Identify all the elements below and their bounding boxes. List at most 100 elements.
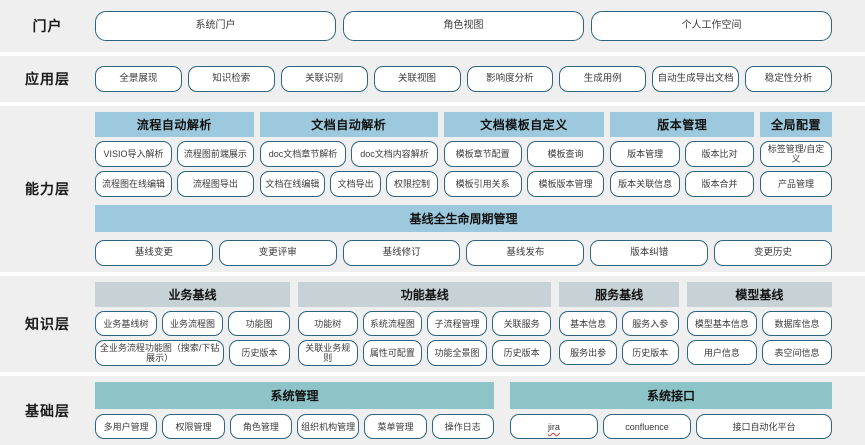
baseline-item-change-history[interactable]: 变更历史 (714, 240, 832, 267)
cap-item-version-merge[interactable]: 版本合并 (684, 171, 755, 197)
app-item-impact-analysis[interactable]: 影响度分析 (466, 66, 554, 92)
layer-label-knowledge: 知识层 (25, 316, 70, 333)
infra-item-permission-mgmt[interactable]: 权限管理 (162, 414, 225, 440)
infra-item-org-structure-mgmt[interactable]: 组织机构管理 (296, 414, 360, 440)
group-line: 版本管理 版本比对 (610, 141, 755, 167)
know-item-service-input-param[interactable]: 服务入参 (621, 311, 679, 337)
app-item-relation-recognition[interactable]: 关联识别 (280, 66, 368, 92)
group-title-version-mgmt: 版本管理 (610, 112, 755, 137)
know-item-full-business-flow-function-chart[interactable]: 全业务流程功能图（搜索/下钻展示） (95, 340, 225, 367)
layer-row-infrastructure: 基础层 系统管理 多用户管理 权限管理 角色管理 组织机构管理 菜单管理 操作日… (0, 376, 865, 445)
know-item-function-chart[interactable]: 功能图 (228, 311, 290, 337)
baseline-item-release[interactable]: 基线发布 (466, 240, 585, 267)
baseline-item-change-review[interactable]: 变更评审 (218, 240, 337, 267)
app-item-generate-case[interactable]: 生成用例 (559, 66, 647, 92)
group-line: 业务基线树 业务流程图 功能图 (95, 311, 290, 337)
app-item-relation-view[interactable]: 关联视图 (373, 66, 461, 92)
cap-item-doc-export[interactable]: 文档导出 (329, 171, 382, 197)
group-line: 功能树 系统流程图 子流程管理 关联服务 (297, 311, 552, 337)
baseline-lifecycle-items: 基线变更 变更评审 基线修订 基线发布 版本纠错 变更历史 (95, 240, 832, 267)
cap-item-doc-online-edit[interactable]: 文档在线编辑 (259, 171, 325, 197)
app-item-auto-export-doc[interactable]: 自动生成导出文档 (652, 66, 740, 92)
application-items: 全景展现 知识检索 关联识别 关联视图 影响度分析 生成用例 自动生成导出文档 … (95, 66, 832, 92)
infra-item-operation-log[interactable]: 操作日志 (431, 414, 494, 440)
portal-item-personal-workspace[interactable]: 个人工作空间 (591, 11, 832, 41)
cap-item-flow-front-display[interactable]: 流程图前端展示 (176, 141, 254, 167)
cap-item-template-chapter-config[interactable]: 模板章节配置 (443, 141, 522, 167)
layer-body-application: 全景展现 知识检索 关联识别 关联视图 影响度分析 生成用例 自动生成导出文档 … (95, 66, 832, 92)
group-line: 多用户管理 权限管理 角色管理 组织机构管理 菜单管理 操作日志 (95, 414, 494, 440)
baseline-lifecycle-title: 基线全生命周期管理 (95, 205, 832, 233)
app-item-stability-analysis[interactable]: 稳定性分析 (745, 66, 832, 92)
cap-item-permission-control[interactable]: 权限控制 (386, 171, 438, 197)
layer-row-portal: 门户 系统门户 角色视图 个人工作空间 (0, 0, 865, 52)
layer-row-knowledge: 知识层 业务基线 业务基线树 业务流程图 功能图 全业务流程功能图（搜索/下钻展… (0, 276, 865, 373)
know-item-attribute-configurable[interactable]: 属性可配置 (362, 340, 423, 367)
infrastructure-group-system-interface: 系统接口 jira confluence 接口自动化平台 (509, 382, 832, 440)
layer-label-infrastructure: 基础层 (25, 402, 70, 419)
cap-item-flow-export[interactable]: 流程图导出 (176, 171, 254, 197)
infra-item-multi-user-mgmt[interactable]: 多用户管理 (95, 414, 158, 440)
know-item-function-tree[interactable]: 功能树 (297, 311, 358, 337)
baseline-item-change[interactable]: 基线变更 (95, 240, 213, 267)
infra-item-jira[interactable]: jira (509, 414, 598, 440)
know-item-user-info[interactable]: 用户信息 (686, 340, 757, 366)
group-line: 用户信息 表空间信息 (686, 340, 832, 366)
cap-item-flow-online-edit[interactable]: 流程图在线编辑 (95, 171, 172, 197)
know-item-function-history-version[interactable]: 历史版本 (491, 340, 552, 367)
know-item-subprocess-mgmt[interactable]: 子流程管理 (427, 311, 487, 337)
baseline-item-revision[interactable]: 基线修订 (342, 240, 461, 267)
know-item-service-history-version[interactable]: 历史版本 (621, 340, 679, 366)
group-line: 模板章节配置 模板查询 (443, 141, 605, 167)
portal-item-system-portal[interactable]: 系统门户 (95, 11, 336, 41)
know-item-tablespace-info[interactable]: 表空间信息 (761, 340, 832, 366)
layer-label-application: 应用层 (25, 71, 70, 87)
portal-item-role-view[interactable]: 角色视图 (343, 11, 584, 41)
infra-item-menu-mgmt[interactable]: 菜单管理 (364, 414, 427, 440)
app-item-knowledge-search[interactable]: 知识检索 (187, 66, 275, 92)
group-title-global-config: 全局配置 (760, 112, 832, 137)
know-item-business-flow-chart[interactable]: 业务流程图 (161, 311, 224, 337)
cap-item-version-relation-info[interactable]: 版本关联信息 (610, 171, 680, 197)
group-line: 全业务流程功能图（搜索/下钻展示） 历史版本 (95, 340, 290, 367)
cap-item-version-compare[interactable]: 版本比对 (684, 141, 755, 167)
cap-item-visio-import-parse[interactable]: VISIO导入解析 (95, 141, 172, 167)
infra-item-interface-automation-platform[interactable]: 接口自动化平台 (695, 414, 832, 440)
cap-item-doc-content-parse[interactable]: doc文档内容解析 (351, 141, 438, 167)
group-rows-doc-parsing: doc文档章节解析 doc文档内容解析 文档在线编辑 文档导出 权限控制 (259, 141, 438, 197)
group-line: 标签管理/自定义 (760, 141, 832, 168)
group-line: VISIO导入解析 流程图前端展示 (95, 141, 254, 167)
know-item-system-flow-chart[interactable]: 系统流程图 (362, 311, 423, 337)
layer-body-infrastructure: 系统管理 多用户管理 权限管理 角色管理 组织机构管理 菜单管理 操作日志 系统… (95, 382, 832, 440)
group-line: 基本信息 服务入参 (559, 311, 679, 337)
cap-item-template-query[interactable]: 模板查询 (526, 141, 605, 167)
know-item-function-panorama[interactable]: 功能全景图 (427, 340, 487, 367)
layer-body-capability: 流程自动解析 VISIO导入解析 流程图前端展示 流程图在线编辑 流程图导出 文… (95, 112, 832, 267)
cap-item-doc-chapter-parse[interactable]: doc文档章节解析 (259, 141, 347, 167)
layer-row-capability: 能力层 流程自动解析 VISIO导入解析 流程图前端展示 流程图在线编辑 流程图… (0, 106, 865, 273)
know-item-model-basic-info[interactable]: 模型基本信息 (686, 311, 757, 337)
group-title-system-mgmt: 系统管理 (95, 382, 494, 410)
app-item-panorama[interactable]: 全景展现 (95, 66, 182, 92)
know-item-related-business-rule[interactable]: 关联业务规则 (297, 340, 358, 367)
cap-item-template-reference[interactable]: 模板引用关系 (443, 171, 522, 197)
cap-item-tag-mgmt-custom[interactable]: 标签管理/自定义 (760, 141, 832, 168)
cap-item-product-mgmt[interactable]: 产品管理 (760, 171, 832, 198)
know-item-related-service[interactable]: 关联服务 (491, 311, 552, 337)
group-title-system-interface: 系统接口 (509, 382, 832, 410)
know-item-database-info[interactable]: 数据库信息 (761, 311, 832, 337)
infrastructure-groups: 系统管理 多用户管理 权限管理 角色管理 组织机构管理 菜单管理 操作日志 系统… (95, 382, 832, 440)
know-item-business-baseline-tree[interactable]: 业务基线树 (95, 311, 157, 337)
infra-item-role-mgmt[interactable]: 角色管理 (229, 414, 292, 440)
group-line: 版本关联信息 版本合并 (610, 171, 755, 197)
cap-item-version-mgmt[interactable]: 版本管理 (610, 141, 680, 167)
cap-item-template-version-mgmt[interactable]: 模板版本管理 (526, 171, 605, 197)
know-item-basic-info[interactable]: 基本信息 (559, 311, 617, 337)
group-line: 关联业务规则 属性可配置 功能全景图 历史版本 (297, 340, 552, 367)
know-item-history-version[interactable]: 历史版本 (229, 340, 290, 367)
group-line: doc文档章节解析 doc文档内容解析 (259, 141, 438, 167)
infra-item-confluence[interactable]: confluence (602, 414, 691, 440)
know-item-service-output-param[interactable]: 服务出参 (559, 340, 617, 366)
capability-group-process-parsing: 流程自动解析 VISIO导入解析 流程图前端展示 流程图在线编辑 流程图导出 (95, 112, 254, 197)
baseline-item-version-correction[interactable]: 版本纠错 (590, 240, 709, 267)
